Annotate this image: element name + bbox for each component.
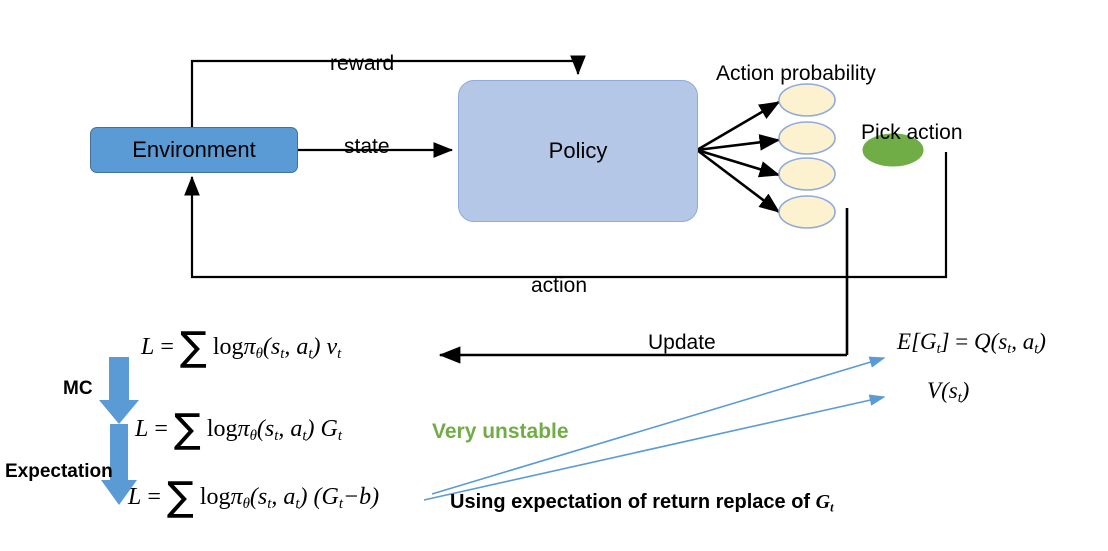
eq2-lhs: L [135, 416, 149, 442]
mc-step-label: MC [63, 378, 93, 399]
state-edge-label: state [344, 135, 390, 158]
update-edge-label: Update [648, 331, 716, 354]
equation-policy-gradient-vt: L = ∑ logπθ(st, at) vt [141, 327, 342, 367]
eq2-close: ) [306, 416, 315, 442]
eq1-equals: = [160, 334, 174, 360]
equation-policy-gradient-baseline: L = ∑ logπθ(st, at) (Gt−b) [128, 477, 380, 517]
eq2-args-open: (s [256, 416, 275, 442]
eq2-a-sub: t [302, 428, 307, 445]
eq3-lhs: L [128, 484, 142, 510]
eq-q-s-sub: t [1007, 340, 1012, 357]
very-unstable-note: Very unstable [432, 420, 569, 443]
eq3-sum: ∑ [166, 474, 194, 520]
action-probability-ellipse [778, 195, 836, 229]
action-probability-ellipse [778, 121, 836, 155]
baseline-to-value-function-arrow [423, 394, 886, 501]
eq1-term: v [326, 334, 338, 360]
eq1-theta: θ [255, 346, 263, 363]
pick-action-caption: Pick action [861, 121, 963, 144]
eq3-a-sub: t [295, 496, 300, 513]
policy-box[interactable]: Policy [458, 80, 698, 222]
action-probability-caption: Action probability [716, 62, 876, 85]
policy-to-action-probability-fan [696, 100, 781, 214]
eq3-baseline-rest: −b) [342, 484, 380, 510]
eq-v-symbol: V [927, 378, 942, 403]
eq2-comma-a: , a [278, 416, 303, 442]
eq2-term-sub: t [337, 428, 342, 445]
eq2-log: log [206, 416, 238, 442]
mc-block-arrow [99, 357, 139, 424]
eq-e-equals: = [955, 329, 969, 354]
eq1-comma-a: , a [284, 334, 309, 360]
eq1-args-open: (s [262, 334, 281, 360]
action-probability-ellipses [778, 83, 836, 229]
using-expectation-symbol: G [815, 491, 831, 513]
expectation-step-label: Expectation [5, 461, 113, 482]
environment-box[interactable]: Environment [90, 127, 298, 173]
eq-e-sub: t [936, 340, 941, 357]
equation-value-function: V(st) [927, 378, 969, 407]
eq2-sum: ∑ [173, 406, 201, 452]
equation-policy-gradient-gt: L = ∑ logπθ(st, at) Gt [135, 409, 342, 449]
using-expectation-symbol-sub: t [830, 500, 834, 515]
eq1-lhs: L [141, 334, 155, 360]
eq3-log: log [199, 484, 231, 510]
environment-label: Environment [132, 137, 256, 162]
eq-q-paren-open: (s [990, 329, 1008, 354]
eq-v-paren-close: ) [961, 378, 970, 403]
eq3-args-open: (s [249, 484, 268, 510]
eq-v-paren-open: (s [941, 378, 958, 403]
eq-q-comma-a: , a [1011, 329, 1035, 354]
eq-v-sub: t [957, 389, 962, 406]
eq2-term: G [320, 416, 338, 442]
eq3-close: ) [299, 484, 308, 510]
equation-expected-return: E[Gt] = Q(st, at) [897, 329, 1046, 358]
eq2-theta: θ [249, 428, 257, 445]
eq2-pi: π [237, 416, 250, 442]
eq1-s-sub: t [280, 346, 285, 363]
eq3-baseline-sub: t [338, 496, 343, 513]
eq3-comma-a: , a [271, 484, 296, 510]
action-edge-label: action [531, 274, 588, 297]
eq2-s-sub: t [274, 428, 279, 445]
action-probability-ellipse [778, 83, 836, 117]
eq-e-bracket-close: ] [940, 329, 950, 354]
reward-edge-label: reward [330, 52, 395, 75]
eq1-sum: ∑ [179, 324, 207, 370]
eq-q-symbol: Q [974, 329, 991, 354]
eq-q-a-sub: t [1034, 340, 1039, 357]
eq1-term-sub: t [337, 346, 342, 363]
eq1-a-sub: t [308, 346, 313, 363]
eq-e-bracket-open: [G [911, 329, 937, 354]
eq3-pi: π [230, 484, 243, 510]
eq-q-paren-close: ) [1038, 329, 1046, 354]
policy-label: Policy [548, 138, 608, 163]
using-expectation-note: Using expectation of return replace of G… [450, 491, 834, 515]
eq3-equals: = [147, 484, 161, 510]
eq-e-symbol: E [897, 329, 912, 354]
eq3-theta: θ [242, 496, 250, 513]
eq3-s-sub: t [267, 496, 272, 513]
using-expectation-text: Using expectation of return replace of [450, 491, 811, 513]
eq3-baseline-open: (G [313, 484, 339, 510]
eq1-close: ) [312, 334, 321, 360]
eq1-log: log [212, 334, 244, 360]
eq2-equals: = [154, 416, 168, 442]
eq1-pi: π [243, 334, 256, 360]
action-probability-ellipse [778, 157, 836, 191]
